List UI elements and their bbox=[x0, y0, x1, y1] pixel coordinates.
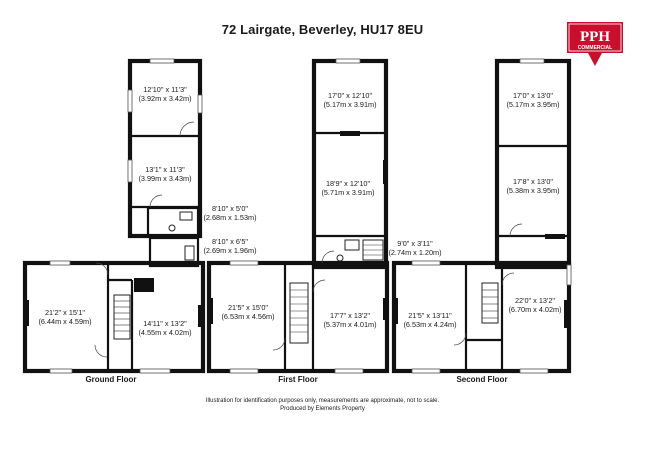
svg-text:22'0" x 13'2": 22'0" x 13'2" bbox=[515, 296, 555, 305]
svg-text:(4.55m x 4.02m): (4.55m x 4.02m) bbox=[138, 328, 191, 337]
svg-text:13'1" x 11'3": 13'1" x 11'3" bbox=[145, 165, 185, 174]
page-title: 72 Lairgate, Beverley, HU17 8EU bbox=[221, 22, 424, 37]
second-floor-label: Second Floor bbox=[456, 375, 507, 384]
svg-text:(6.53m x 4.56m): (6.53m x 4.56m) bbox=[221, 312, 274, 321]
second-floor-room-1: 17'0" x 13'0" (5.17m x 3.95m) bbox=[506, 91, 559, 109]
logo-pointer bbox=[588, 53, 602, 66]
first-floor-room-4: 21'5" x 15'0" (6.53m x 4.56m) bbox=[221, 303, 274, 321]
second-floor-room-4: 22'0" x 13'2" (6.70m x 4.02m) bbox=[508, 296, 561, 314]
svg-text:21'5" x 13'11": 21'5" x 13'11" bbox=[408, 311, 452, 320]
svg-text:9'0" x 3'11": 9'0" x 3'11" bbox=[397, 239, 433, 248]
svg-text:14'11" x 13'2": 14'11" x 13'2" bbox=[143, 319, 187, 328]
first-floor-plan bbox=[206, 58, 390, 374]
ground-floor-room-4: 8'10" x 6'5" (2.69m x 1.96m) bbox=[203, 237, 256, 255]
svg-text:(6.44m x 4.59m): (6.44m x 4.59m) bbox=[38, 317, 91, 326]
disclaimer-text: Illustration for identification purposes… bbox=[205, 398, 440, 404]
svg-text:(5.17m x 3.91m): (5.17m x 3.91m) bbox=[323, 100, 376, 109]
svg-text:17'0" x 12'10": 17'0" x 12'10" bbox=[328, 91, 372, 100]
second-floor-plan bbox=[391, 58, 572, 374]
svg-text:(5.38m x 3.95m): (5.38m x 3.95m) bbox=[506, 186, 559, 195]
ground-floor-room-5: 21'2" x 15'1" (6.44m x 4.59m) bbox=[38, 308, 91, 326]
second-floor-room-2: 17'8" x 13'0" (5.38m x 3.95m) bbox=[506, 177, 559, 195]
first-floor-label: First Floor bbox=[278, 375, 318, 384]
svg-text:(5.17m x 3.95m): (5.17m x 3.95m) bbox=[506, 100, 559, 109]
svg-text:(6.53m x 4.24m): (6.53m x 4.24m) bbox=[403, 320, 456, 329]
pph-commercial-logo: PPH COMMERCIAL bbox=[567, 22, 623, 66]
logo-text: PPH bbox=[580, 29, 610, 45]
svg-text:(5.37m x 4.01m): (5.37m x 4.01m) bbox=[323, 320, 376, 329]
first-floor-room-1: 17'0" x 12'10" (5.17m x 3.91m) bbox=[323, 91, 376, 109]
producer-text: Produced by Elements Property bbox=[280, 406, 365, 412]
svg-text:21'2" x 15'1": 21'2" x 15'1" bbox=[45, 308, 85, 317]
svg-text:12'10" x 11'3": 12'10" x 11'3" bbox=[143, 85, 187, 94]
svg-text:(2.69m x 1.96m): (2.69m x 1.96m) bbox=[203, 246, 256, 255]
svg-text:(5.71m x 3.91m): (5.71m x 3.91m) bbox=[321, 188, 374, 197]
first-floor-room-5: 17'7" x 13'2" (5.37m x 4.01m) bbox=[323, 311, 376, 329]
logo-subtext: COMMERCIAL bbox=[578, 45, 612, 51]
svg-text:21'5" x 15'0": 21'5" x 15'0" bbox=[228, 303, 268, 312]
svg-text:(3.92m x 3.42m): (3.92m x 3.42m) bbox=[138, 94, 191, 103]
svg-text:(6.70m x 4.02m): (6.70m x 4.02m) bbox=[508, 305, 561, 314]
ground-floor-room-3: 8'10" x 5'0" (2.68m x 1.53m) bbox=[203, 204, 256, 222]
svg-text:18'9" x 12'10": 18'9" x 12'10" bbox=[326, 179, 370, 188]
ground-floor-room-6: 14'11" x 13'2" (4.55m x 4.02m) bbox=[138, 319, 191, 337]
ground-floor-room-1: 12'10" x 11'3" (3.92m x 3.42m) bbox=[138, 85, 191, 103]
ground-floor-plan bbox=[22, 58, 206, 374]
ground-floor-room-2: 13'1" x 11'3" (3.99m x 3.43m) bbox=[138, 165, 191, 183]
first-floor-room-2: 18'9" x 12'10" (5.71m x 3.91m) bbox=[321, 179, 374, 197]
svg-text:8'10" x 5'0": 8'10" x 5'0" bbox=[212, 204, 248, 213]
second-floor-room-3: 21'5" x 13'11" (6.53m x 4.24m) bbox=[403, 311, 456, 329]
first-floor-room-3: 9'0" x 3'11" (2.74m x 1.20m) bbox=[388, 239, 441, 257]
svg-text:(2.68m x 1.53m): (2.68m x 1.53m) bbox=[203, 213, 256, 222]
logo-background bbox=[567, 22, 623, 53]
svg-text:(2.74m x 1.20m): (2.74m x 1.20m) bbox=[388, 248, 441, 257]
ground-floor-label: Ground Floor bbox=[85, 375, 136, 384]
svg-text:8'10" x 6'5": 8'10" x 6'5" bbox=[212, 237, 248, 246]
svg-text:17'8" x 13'0": 17'8" x 13'0" bbox=[513, 177, 553, 186]
svg-text:(3.99m x 3.43m): (3.99m x 3.43m) bbox=[138, 174, 191, 183]
svg-text:17'7" x 13'2": 17'7" x 13'2" bbox=[330, 311, 370, 320]
svg-text:17'0" x 13'0": 17'0" x 13'0" bbox=[513, 91, 553, 100]
